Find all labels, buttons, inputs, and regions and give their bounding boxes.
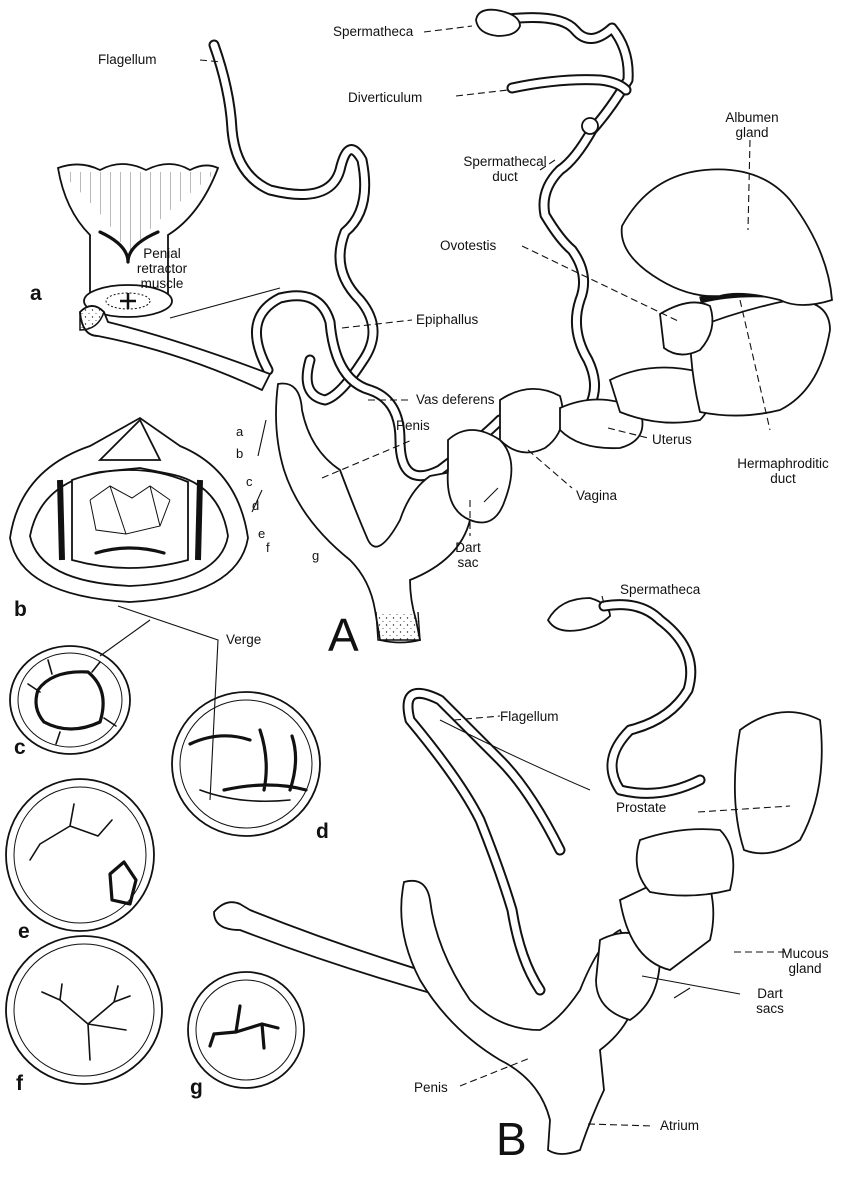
panel-e-section <box>6 779 154 931</box>
figure-letter-a: A <box>328 608 359 662</box>
label-vagina: Vagina <box>576 488 617 503</box>
panel-f-section <box>6 936 162 1084</box>
label-flagellum-b: Flagellum <box>500 709 559 724</box>
panel-letter-d: d <box>316 820 329 844</box>
level-letter-c: c <box>246 474 253 489</box>
panel-b-verge <box>10 418 248 602</box>
panel-a-funnel <box>58 164 218 317</box>
level-letter-a: a <box>236 424 243 439</box>
figure-b-drawing <box>214 598 822 1154</box>
panel-letter-b: b <box>14 598 27 622</box>
panel-d-section <box>172 692 320 836</box>
label-diverticulum: Diverticulum <box>348 90 422 105</box>
panel-c-section <box>10 646 130 754</box>
label-spermatheca-a: Spermatheca <box>333 24 413 39</box>
label-prostate: Prostate <box>616 800 666 815</box>
level-letter-d: d <box>252 498 259 513</box>
panel-letter-c: c <box>14 736 26 760</box>
panel-g-section <box>188 972 304 1088</box>
label-uterus: Uterus <box>652 432 692 447</box>
panel-letter-f: f <box>16 1072 23 1096</box>
level-letter-e: e <box>258 526 265 541</box>
label-spermatheca-b: Spermatheca <box>620 582 700 597</box>
level-letter-f: f <box>266 540 270 555</box>
panel-letter-a: a <box>30 282 42 306</box>
label-epiphallus: Epiphallus <box>416 312 478 327</box>
label-flagellum-a: Flagellum <box>98 52 157 67</box>
label-vas-deferens: Vas deferens <box>416 392 495 407</box>
panel-letter-g: g <box>190 1076 203 1100</box>
label-verge: Verge <box>226 632 261 647</box>
level-letter-g: g <box>312 548 319 563</box>
label-ovotestis: Ovotestis <box>440 238 496 253</box>
panel-letter-e: e <box>18 920 30 944</box>
label-penis-a: Penis <box>396 418 430 433</box>
figure-letter-b: B <box>496 1112 527 1166</box>
label-penis-b: Penis <box>414 1080 448 1095</box>
label-atrium: Atrium <box>660 1118 699 1133</box>
level-letter-b: b <box>236 446 243 461</box>
